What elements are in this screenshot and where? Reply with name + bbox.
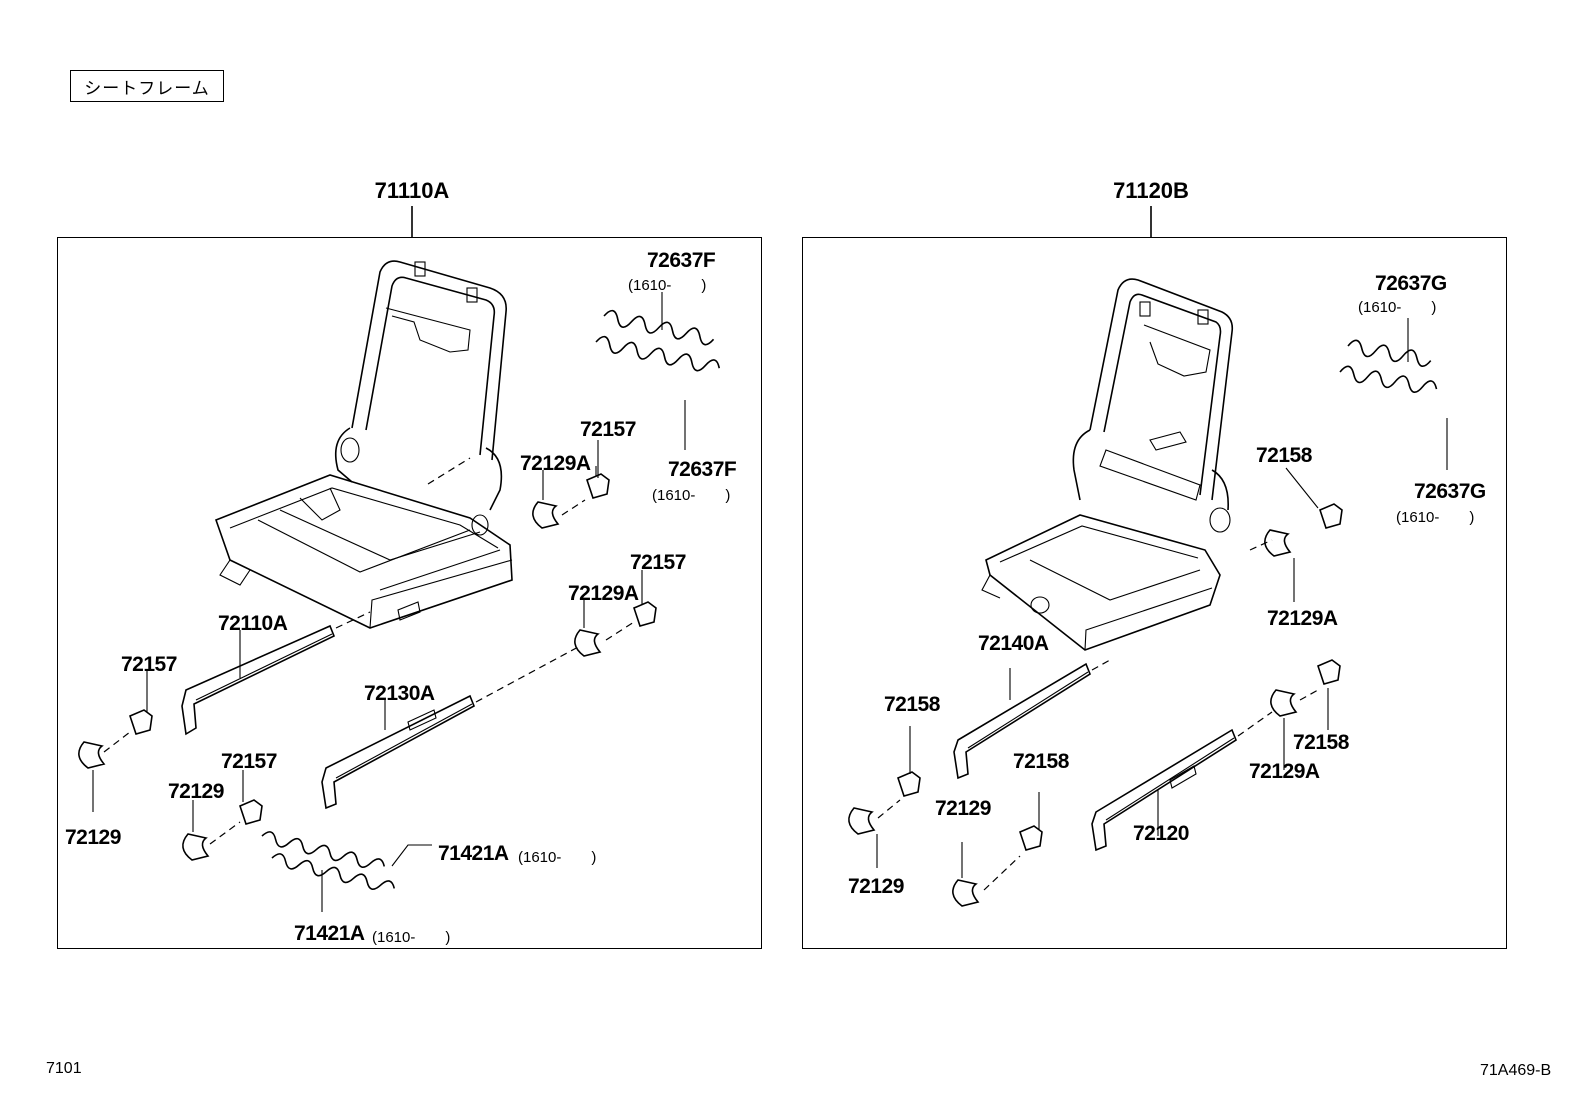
part-label: 72158 <box>1256 444 1312 467</box>
part-note: (1610- ) <box>1358 299 1437 316</box>
clip-72158-d <box>1317 659 1341 730</box>
part-label: 72157 <box>121 653 177 676</box>
clip-72157-c <box>129 670 153 735</box>
seat-frame-right <box>981 278 1234 651</box>
rail-72130A <box>321 645 581 810</box>
part-label: 72158 <box>1293 731 1349 754</box>
part-label: 72129A <box>1267 607 1338 630</box>
cover-72129-d <box>952 842 1021 907</box>
part-label: 72140A <box>978 632 1049 655</box>
part-label: 71421A <box>294 922 365 945</box>
right-assembly-frame <box>802 237 1507 949</box>
cover-72129A-a <box>532 470 586 529</box>
footer-figure-code: 71A469-B <box>1480 1062 1552 1079</box>
rail-72120 <box>1091 711 1273 852</box>
rail-72110A <box>181 611 371 736</box>
spring-72637F-left <box>595 292 721 450</box>
clip-72158-c <box>1019 792 1043 851</box>
cover-72129-a <box>78 731 131 812</box>
group-label-right: 71120B <box>1113 178 1189 203</box>
clip-72157-d <box>239 770 263 825</box>
part-label: 72120 <box>1133 822 1189 845</box>
seat-frame-left <box>214 260 513 629</box>
cover-72129A-c <box>1249 529 1295 602</box>
part-label: 72637F <box>668 458 737 481</box>
part-note: (1610- ) <box>372 929 451 946</box>
clip-72158-a <box>1285 467 1343 529</box>
part-note: (1610- ) <box>1396 509 1475 526</box>
left-assembly-frame <box>57 237 762 949</box>
group-label-left: 71110A <box>374 178 450 203</box>
part-label: 72129 <box>848 875 904 898</box>
cover-72129-b <box>182 800 241 861</box>
clip-72157-b <box>633 570 657 627</box>
part-note: (1610- ) <box>628 277 707 294</box>
cover-72129A-d <box>1270 689 1319 770</box>
footer-page-code: 7101 <box>46 1060 82 1077</box>
part-label: 71421A <box>438 842 509 865</box>
rail-72140A <box>953 659 1111 780</box>
part-label: 72637G <box>1375 272 1447 295</box>
cover-72129-c <box>848 799 901 868</box>
part-label: 72129A <box>568 582 639 605</box>
part-label: 72129A <box>1249 760 1320 783</box>
clip-72157-a <box>586 440 610 499</box>
part-label: 72158 <box>1013 750 1069 773</box>
part-label: 72637F <box>647 249 716 272</box>
part-label: 72157 <box>630 551 686 574</box>
part-label: 72637G <box>1414 480 1486 503</box>
part-label: 72129 <box>168 780 224 803</box>
clip-72158-b <box>897 726 921 797</box>
part-note: (1610- ) <box>518 849 597 866</box>
part-label: 72129 <box>65 826 121 849</box>
part-note: (1610- ) <box>652 487 731 504</box>
part-label: 72158 <box>884 693 940 716</box>
part-label: 72157 <box>221 750 277 773</box>
spring-71421A <box>261 831 432 912</box>
cover-72129A-b <box>574 598 635 657</box>
part-label: 72157 <box>580 418 636 441</box>
part-label: 72110A <box>218 612 288 635</box>
part-label: 72129A <box>520 452 591 475</box>
section-title: シートフレーム <box>70 70 224 102</box>
spring-72637G-right <box>1339 318 1448 470</box>
part-label: 72129 <box>935 797 991 820</box>
part-label: 72130A <box>364 682 435 705</box>
